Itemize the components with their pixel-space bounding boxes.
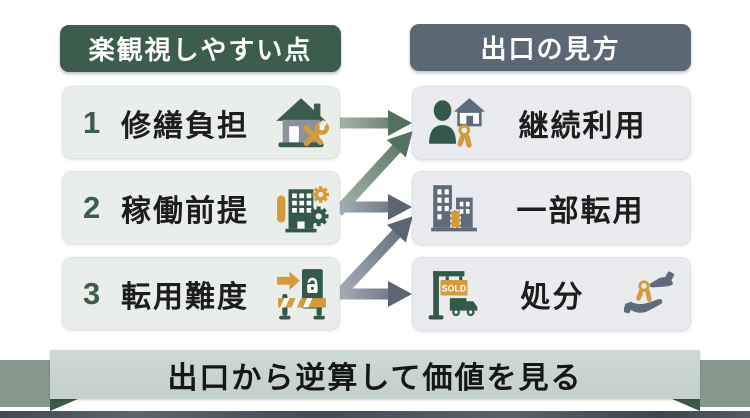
item-label: 継続利用 [518, 110, 647, 143]
arrow-conversion-to-partial [333, 216, 413, 300]
ribbon-fold-right [672, 399, 700, 411]
left-item-conversion-difficulty: 3 転用難度 [62, 257, 340, 330]
arrow-operation-to-continue [333, 131, 413, 216]
gear-bottom-icon [308, 205, 329, 226]
bottom-edge-strip [0, 411, 750, 418]
building-gears-icon [275, 181, 329, 235]
handover-keys-icon [624, 271, 674, 317]
ribbon-fold-left [50, 399, 78, 411]
right-column-header: 出口の見方 [410, 24, 691, 71]
ribbon-tail-left [0, 360, 52, 407]
buildings-icon [427, 181, 481, 235]
left-column-header-label: 楽観視しやすい点 [88, 35, 313, 65]
item-label: 転用難度 [121, 280, 249, 314]
item-number: 1 [83, 104, 101, 140]
right-item-continued-use: 継続利用 [412, 86, 691, 160]
conclusion-banner: 出口から逆算して価値を見る [50, 350, 700, 399]
right-item-disposal: SOLD 処分 [412, 257, 691, 331]
item-label: 処分 [520, 281, 585, 314]
left-item-operation-premise: 2 稼働前提 [62, 171, 340, 244]
barrier-lock-icon [275, 267, 329, 321]
item-number: 3 [83, 275, 101, 311]
left-item-repair-burden: 1 修繕負担 [62, 86, 340, 159]
left-column-header: 楽観視しやすい点 [60, 25, 341, 72]
item-label: 一部転用 [516, 195, 645, 228]
gear-top-icon [312, 185, 329, 203]
conclusion-banner-text: 出口から逆算して価値を見る [167, 361, 583, 395]
person-house-keys-icon [427, 96, 485, 150]
item-number: 2 [83, 189, 101, 225]
ribbon-tail-right [698, 360, 750, 407]
item-label: 稼働前提 [121, 194, 249, 228]
item-label: 修繕負担 [121, 109, 249, 143]
house-repair-icon [273, 95, 329, 151]
right-column-header-label: 出口の見方 [480, 34, 621, 64]
sold-sign-truck-icon: SOLD [427, 267, 481, 321]
sold-sign-text: SOLD [442, 283, 466, 293]
right-item-partial-conversion: 一部転用 [412, 171, 691, 245]
